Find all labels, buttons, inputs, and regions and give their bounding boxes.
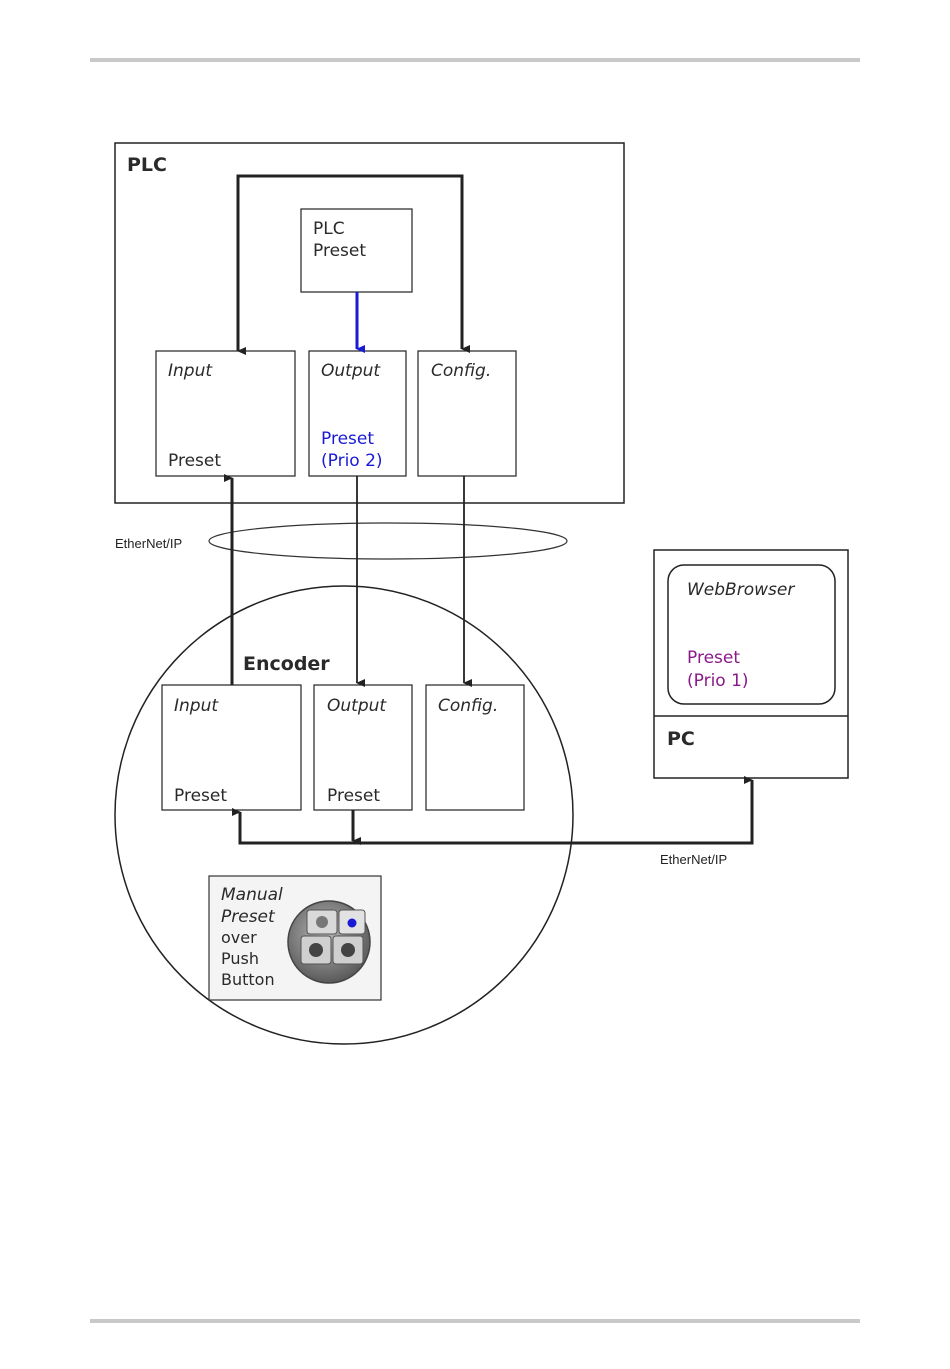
encoder-output-title: Output (327, 696, 387, 716)
plc-output-title: Output (321, 361, 381, 381)
encoder-title: Encoder (243, 653, 330, 675)
webbrowser-preset: Preset (687, 648, 740, 668)
plc-preset-line2: Preset (313, 241, 366, 261)
plc-output-preset: Preset (321, 429, 374, 449)
manual-line1: Manual (221, 885, 283, 905)
push-button-knob-icon (288, 901, 370, 983)
manual-line2: Preset (221, 907, 276, 927)
ethernet-ip-label-bottom: EtherNet/IP (660, 852, 727, 867)
plc-output-prio: (Prio 2) (321, 451, 383, 471)
encoder-input-title: Input (174, 696, 219, 716)
pc-title: PC (667, 728, 695, 750)
webbrowser-title: WebBrowser (687, 580, 795, 600)
encoder-config-title: Config. (438, 696, 498, 716)
ethernet-ip-ellipse (209, 523, 567, 559)
ethernet-ip-label-top: EtherNet/IP (115, 536, 182, 551)
encoder-input-preset: Preset (174, 786, 227, 806)
manual-line4: Push (221, 949, 259, 968)
plc-preset-line1: PLC (313, 219, 345, 239)
encoder-output-preset: Preset (327, 786, 380, 806)
plc-input-title: Input (168, 361, 213, 381)
plc-input-preset: Preset (168, 451, 221, 471)
plc-config-title: Config. (431, 361, 491, 381)
plc-input-to-config-arrow (238, 176, 462, 351)
manual-line5: Button (221, 970, 275, 989)
plc-title: PLC (127, 154, 167, 176)
webbrowser-prio: (Prio 1) (687, 671, 749, 691)
encoder-pc-network-line (240, 780, 752, 843)
manual-line3: over (221, 928, 257, 947)
plc-box (115, 143, 624, 503)
